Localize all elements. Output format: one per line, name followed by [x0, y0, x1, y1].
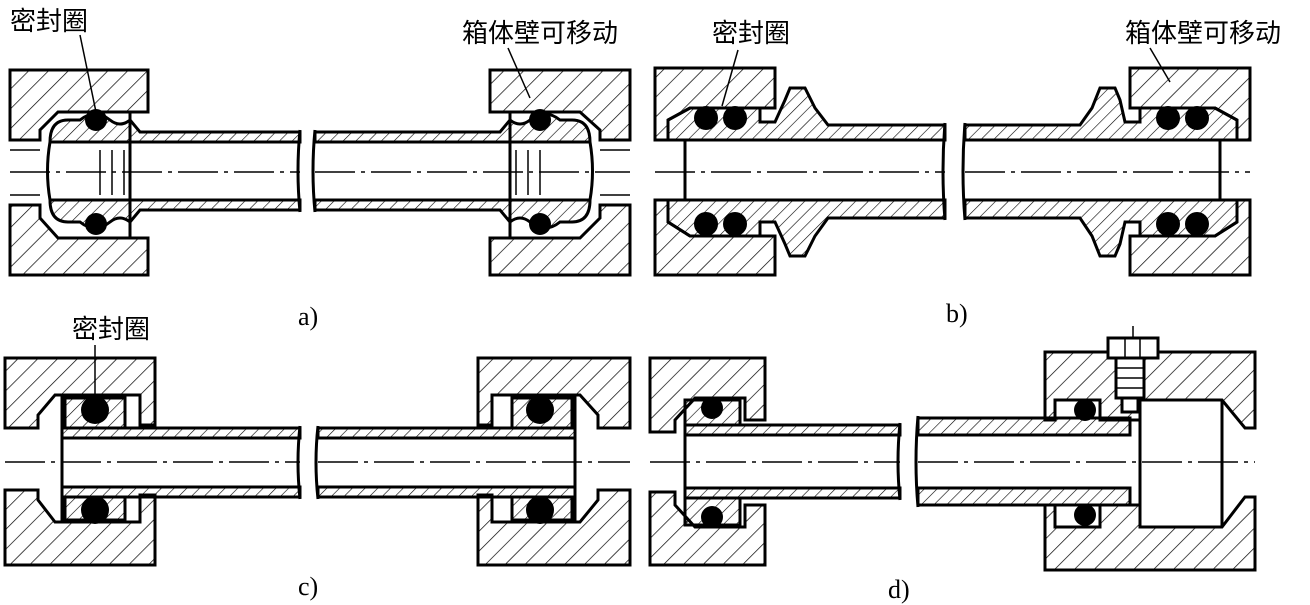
b-seal-8: [1185, 212, 1209, 236]
panel-c: 密封圈 c): [3, 315, 632, 601]
panel-d: d): [648, 326, 1257, 604]
a-caption: a): [298, 302, 318, 331]
d-seal-tl: [701, 397, 723, 419]
c-seal-tl: [81, 396, 109, 424]
d-pipe-bottom-r: [916, 486, 1132, 507]
b-seal-5: [1156, 106, 1180, 130]
a-left-wall-top: [8, 68, 150, 142]
c-seal-label: 密封圈: [72, 315, 150, 345]
b-seal-2: [723, 106, 747, 130]
d-seal-bl: [701, 506, 723, 528]
d-pipe-top-r: [916, 416, 1132, 437]
b-wall-label: 箱体壁可移动: [1125, 19, 1281, 49]
panel-b: 密封圈 箱体壁可移动 b): [653, 19, 1281, 328]
c-left-wall-top: [3, 356, 157, 430]
d-left-wall-bottom: [648, 490, 767, 567]
c-seal-br: [526, 496, 554, 524]
c-seal-tr: [526, 396, 554, 424]
c-left-wall-bottom: [3, 488, 157, 567]
a-wall-label: 箱体壁可移动: [462, 19, 618, 49]
a-seal-bottom-left: [85, 213, 107, 235]
d-seal-br: [1074, 504, 1096, 526]
c-right-wall-bottom: [476, 488, 632, 567]
b-seal-6: [1185, 106, 1209, 130]
d-left-wall-top: [648, 356, 767, 434]
a-seal-top-right: [529, 109, 551, 131]
b-seal-7: [1156, 212, 1180, 236]
a-right-wall-bottom: [488, 203, 632, 277]
b-caption: b): [946, 299, 968, 328]
b-seal-1: [694, 106, 718, 130]
panel-a: 密封圈 箱体壁可移动 a): [8, 7, 632, 331]
b-seal-label: 密封圈: [712, 19, 790, 49]
d-caption: d): [888, 575, 910, 604]
d-seal-tr: [1074, 399, 1096, 421]
b-seal-4: [723, 212, 747, 236]
a-seal-label: 密封圈: [10, 7, 88, 37]
a-seal-top-left: [85, 109, 107, 131]
c-caption: c): [298, 572, 318, 601]
bolt: [1106, 326, 1160, 414]
a-seal-bottom-right: [529, 213, 551, 235]
b-seal-3: [694, 212, 718, 236]
c-seal-bl: [81, 496, 109, 524]
c-right-wall-top: [476, 356, 632, 430]
